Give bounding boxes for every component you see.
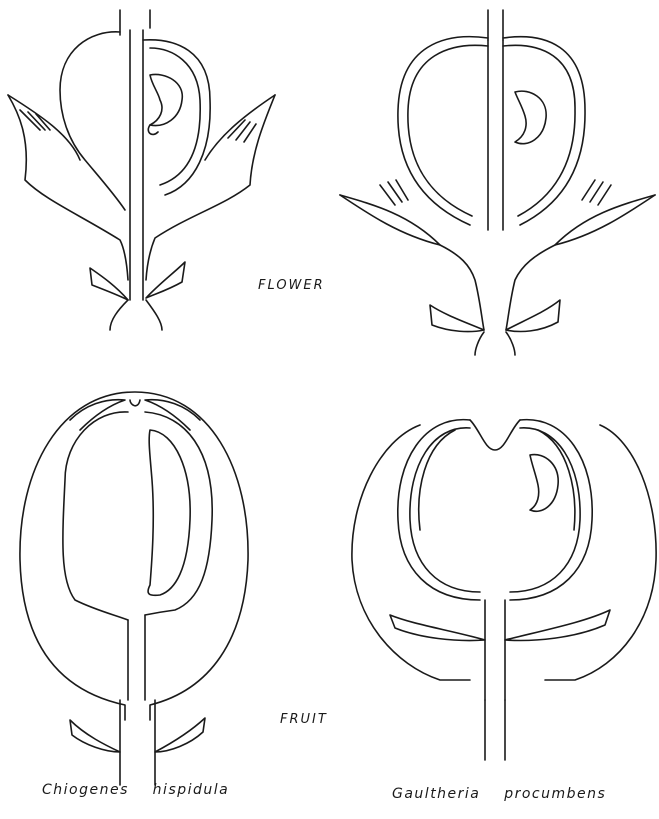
flower-label: FLOWER	[258, 278, 325, 293]
fruit-label: FRUIT	[280, 712, 328, 727]
species-label-gaultheria: Gaultheria procumbens	[392, 786, 606, 802]
chiogenes-fruit-section	[20, 392, 248, 785]
gaultheria-fruit-section	[352, 420, 656, 760]
chiogenes-flower-section	[8, 10, 275, 330]
gaultheria-flower-section	[340, 10, 655, 355]
species-label-chiogenes: Chiogenes hispidula	[42, 782, 229, 798]
